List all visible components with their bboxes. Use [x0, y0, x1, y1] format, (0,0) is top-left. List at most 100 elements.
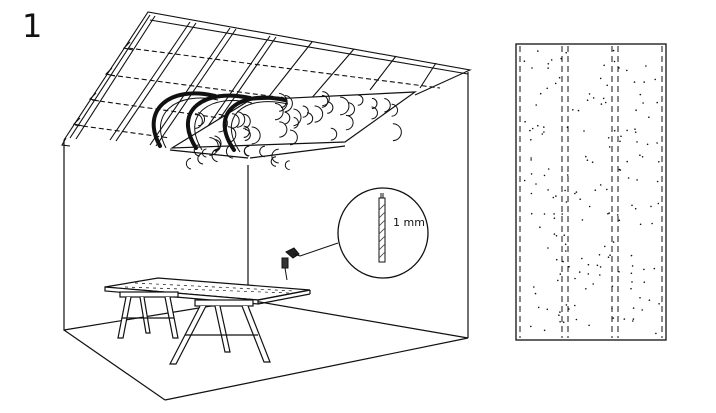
- texture-dot: [574, 304, 576, 307]
- adhesive-mark: [185, 157, 192, 170]
- texture-dot: [609, 254, 611, 256]
- texture-dot: [613, 129, 616, 132]
- texture-dot: [606, 188, 608, 191]
- texture-dot: [626, 129, 628, 132]
- texture-dot: [626, 160, 628, 163]
- texture-dot: [553, 213, 555, 215]
- ceiling-grid: [61, 11, 472, 147]
- texture-dot: [581, 219, 584, 221]
- texture-dot: [586, 99, 589, 101]
- texture-dot: [606, 84, 608, 87]
- adhesive-mark: [371, 106, 378, 120]
- texture-dot: [611, 285, 614, 288]
- adhesive-mark: [274, 103, 284, 121]
- texture-dot: [639, 223, 642, 226]
- texture-dot: [607, 256, 610, 259]
- texture-dot: [585, 288, 587, 290]
- bent-panels-outline: [160, 97, 289, 153]
- texture-dot: [559, 311, 561, 313]
- texture-dot: [634, 131, 637, 133]
- adhesive-mark: [211, 148, 218, 163]
- texture-dot: [639, 297, 641, 299]
- texture-dot: [635, 109, 637, 111]
- texture-dot: [555, 235, 558, 237]
- texture-dot: [599, 266, 602, 268]
- texture-dot: [636, 141, 638, 143]
- texture-dot: [627, 177, 630, 179]
- texture-dot: [541, 133, 544, 135]
- adhesive-mark: [243, 113, 251, 129]
- texture-dot: [596, 264, 599, 267]
- texture-dot: [537, 50, 539, 52]
- texture-dot: [636, 179, 638, 181]
- texture-dot: [618, 168, 621, 171]
- texture-dot: [534, 292, 537, 295]
- texture-dot: [657, 202, 660, 205]
- texture-dot: [587, 263, 590, 266]
- callout-leader: [299, 242, 339, 257]
- texture-dot: [550, 59, 553, 61]
- texture-dot: [633, 81, 636, 83]
- texture-dot: [572, 109, 574, 111]
- texture-dot: [578, 271, 581, 273]
- texture-dot: [559, 273, 562, 275]
- texture-dot: [626, 69, 628, 72]
- texture-dot: [564, 189, 566, 192]
- texture-dot: [648, 116, 650, 118]
- adhesive-marks: [185, 91, 402, 171]
- texture-dot: [639, 93, 642, 96]
- texture-dot: [608, 212, 610, 214]
- texture-dot: [588, 93, 591, 95]
- texture-dot: [555, 195, 557, 197]
- panel-detail: [515, 43, 667, 341]
- texture-dot: [530, 173, 533, 175]
- adhesive-mark: [227, 126, 237, 143]
- texture-dot: [599, 184, 602, 186]
- texture-dot: [612, 241, 615, 243]
- texture-dot: [603, 64, 605, 67]
- adhesive-mark: [392, 123, 402, 142]
- texture-dot: [641, 309, 643, 311]
- texture-dot: [658, 303, 660, 305]
- texture-dot: [565, 201, 568, 203]
- adhesive-mark: [197, 152, 204, 165]
- texture-dot: [530, 325, 532, 328]
- texture-dot: [632, 320, 634, 322]
- texture-dot: [586, 159, 589, 161]
- texture-dot: [619, 140, 621, 143]
- adhesive-mark: [225, 144, 234, 159]
- texture-dot: [547, 189, 549, 191]
- texture-dot: [565, 304, 568, 306]
- texture-dot: [608, 146, 611, 148]
- texture-dot: [631, 281, 633, 283]
- texture-dot: [530, 159, 532, 161]
- texture-dot: [562, 321, 565, 324]
- adhesive-mark: [302, 105, 309, 118]
- texture-dot: [646, 143, 649, 146]
- texture-dot: [607, 137, 610, 139]
- adhesive-mark: [284, 160, 290, 171]
- texture-dot: [568, 308, 570, 310]
- texture-dot: [630, 272, 633, 275]
- texture-dot: [588, 205, 591, 208]
- texture-dot: [557, 279, 559, 282]
- texture-dot: [655, 332, 657, 335]
- adhesive-mark: [198, 112, 206, 127]
- adhesive-mark: [236, 111, 246, 128]
- texture-dot: [643, 81, 645, 83]
- texture-dot: [623, 318, 626, 320]
- texture-dot: [632, 318, 635, 320]
- texture-dot: [555, 258, 558, 261]
- adhesive-mark: [279, 121, 288, 138]
- step-number: 1: [22, 7, 43, 45]
- texture-dot: [592, 283, 594, 285]
- adhesive-mark: [289, 129, 298, 146]
- texture-dot: [656, 101, 658, 104]
- texture-dot: [658, 161, 660, 163]
- adhesive-mark: [251, 126, 261, 145]
- texture-dot: [559, 321, 561, 323]
- texture-dot: [543, 126, 545, 128]
- adhesive-mark: [214, 135, 222, 152]
- adhesive-mark: [231, 113, 240, 129]
- texture-dot: [579, 198, 581, 200]
